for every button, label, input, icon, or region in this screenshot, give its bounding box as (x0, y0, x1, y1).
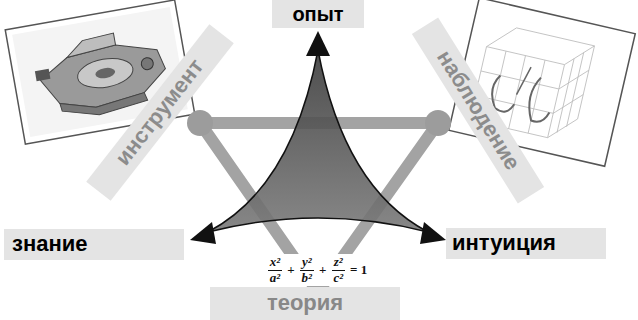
formula-term: c² (331, 271, 345, 286)
fraction: x²a² (268, 255, 282, 286)
formula-term: + (287, 262, 294, 278)
corner-dot (187, 110, 213, 136)
formula-term: = 1 (350, 262, 367, 278)
node-label: знание (12, 232, 88, 256)
node-label: опыт (292, 3, 343, 25)
formula-term: b² (300, 271, 314, 286)
dark-triangle (208, 50, 428, 232)
node-label: интуиция (452, 231, 556, 255)
fraction: y²b² (300, 255, 314, 286)
arrowhead (420, 222, 446, 244)
formula-term: x² (268, 255, 282, 271)
knowledge-box: знание (4, 229, 184, 260)
intuition-box: интуиция (446, 228, 606, 259)
instrument-band: инструмент (86, 24, 234, 201)
theory-box: теория (210, 287, 400, 320)
formula: x²a² + y²b² + z²c² = 1 (262, 254, 375, 287)
formula-term: a² (268, 271, 282, 286)
arrow-lines (208, 50, 428, 232)
arrowhead (190, 222, 216, 244)
formula-term: + (319, 262, 326, 278)
node-label: теория (267, 291, 343, 315)
formula-term: y² (300, 255, 314, 271)
corner-dot (425, 110, 451, 136)
formula-term: z² (332, 255, 345, 271)
node-label: инструмент (111, 54, 209, 169)
observation-band: наблюдение (412, 17, 544, 203)
experience-box: опыт (272, 0, 364, 28)
arrowhead (306, 31, 330, 56)
fraction: z²c² (331, 255, 345, 286)
node-label: наблюдение (432, 46, 525, 174)
